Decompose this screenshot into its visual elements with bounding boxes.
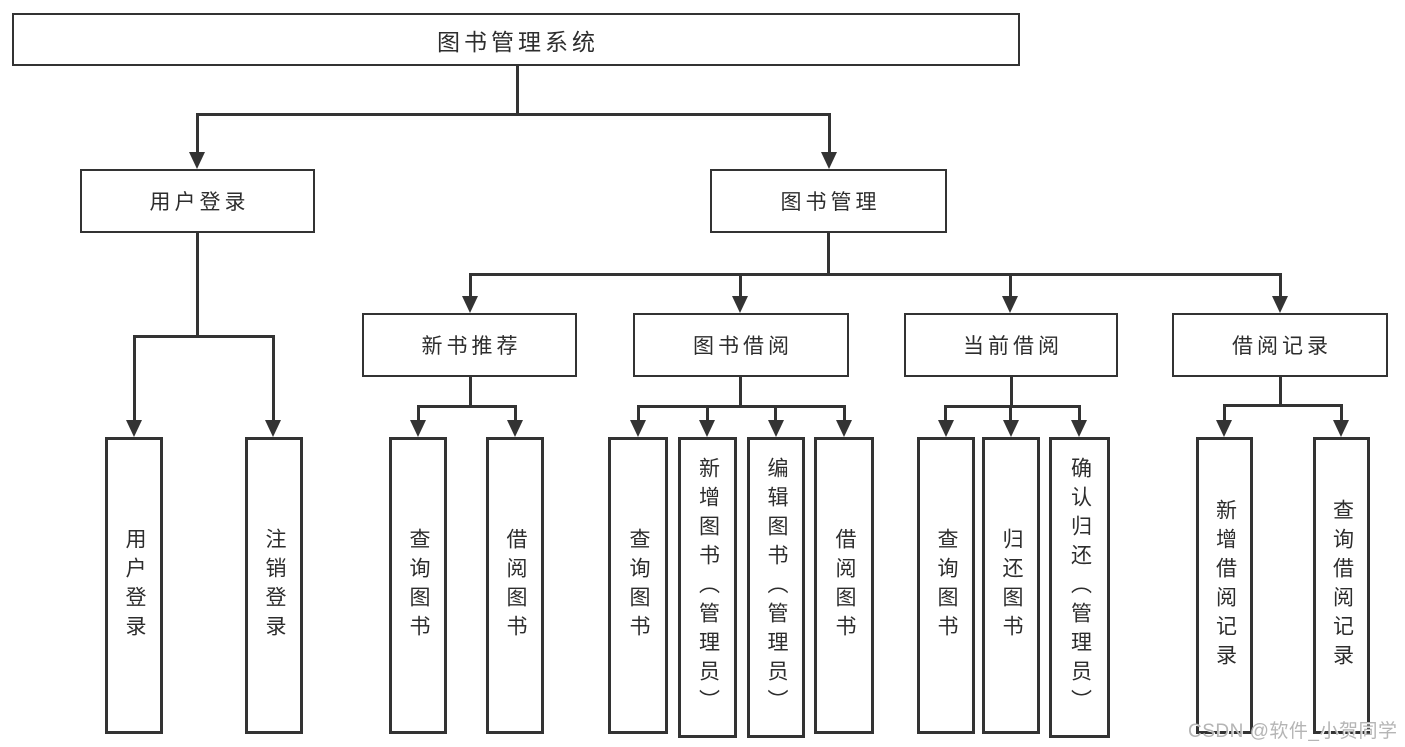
leaf-borrowing-query-book: 查询图书 <box>608 437 668 734</box>
connector-line <box>739 377 742 408</box>
leaf-logout: 注销登录 <box>245 437 303 734</box>
connector-line <box>196 233 199 338</box>
connector-line <box>706 405 709 425</box>
csdn-watermark: CSDN @软件_小贺同学 <box>1188 721 1398 742</box>
arrowhead-down-icon <box>938 420 954 437</box>
arrowhead-down-icon <box>732 296 748 313</box>
connector-line <box>272 335 275 424</box>
leaf-current-query-book: 查询图书 <box>917 437 975 734</box>
arrowhead-down-icon <box>1333 420 1349 437</box>
arrowhead-down-icon <box>462 296 478 313</box>
connector-line <box>516 66 519 115</box>
arrowhead-down-icon <box>126 420 142 437</box>
connector-line <box>196 113 830 116</box>
leaf-borrowing-add-book-admin: 新增图书（管理员） <box>678 437 737 738</box>
arrowhead-down-icon <box>1003 420 1019 437</box>
leaf-recommend-query-book: 查询图书 <box>389 437 447 734</box>
connector-line <box>1223 404 1343 407</box>
connector-line <box>1009 273 1012 300</box>
node-borrowing-records: 借阅记录 <box>1172 313 1388 377</box>
connector-line <box>637 405 640 425</box>
leaf-user-login: 用户登录 <box>105 437 163 734</box>
connector-line <box>417 405 420 425</box>
connector-line <box>944 405 947 425</box>
node-book-management: 图书管理 <box>710 169 947 233</box>
connector-line <box>1340 404 1343 425</box>
arrowhead-down-icon <box>768 420 784 437</box>
leaf-recommend-borrow-book: 借阅图书 <box>486 437 544 734</box>
connector-line <box>1279 273 1282 300</box>
leaf-records-query-borrow-record: 查询借阅记录 <box>1313 437 1370 734</box>
arrowhead-down-icon <box>1272 296 1288 313</box>
connector-line <box>1223 404 1226 425</box>
connector-line <box>133 335 275 338</box>
arrowhead-down-icon <box>699 420 715 437</box>
connector-line <box>774 405 777 425</box>
arrowhead-down-icon <box>821 152 837 169</box>
leaf-borrowing-edit-book-admin: 编辑图书（管理员） <box>747 437 805 738</box>
arrowhead-down-icon <box>1071 420 1087 437</box>
connector-line <box>469 273 472 300</box>
arrowhead-down-icon <box>507 420 523 437</box>
arrowhead-down-icon <box>630 420 646 437</box>
connector-line <box>1010 377 1013 408</box>
arrowhead-down-icon <box>410 420 426 437</box>
connector-line <box>417 405 517 408</box>
connector-line <box>1078 405 1081 425</box>
connector-line <box>843 405 846 425</box>
arrowhead-down-icon <box>1002 296 1018 313</box>
connector-line <box>739 273 742 300</box>
connector-line <box>469 377 472 408</box>
leaf-current-return-book: 归还图书 <box>982 437 1040 734</box>
node-library-management-system: 图书管理系统 <box>12 13 1020 66</box>
arrowhead-down-icon <box>836 420 852 437</box>
connector-line <box>469 273 1281 276</box>
connector-line <box>1009 405 1012 425</box>
node-book-borrowing: 图书借阅 <box>633 313 849 377</box>
connector-line <box>637 405 845 408</box>
node-current-borrowing: 当前借阅 <box>904 313 1118 377</box>
leaf-records-add-borrow-record: 新增借阅记录 <box>1196 437 1253 734</box>
connector-line <box>133 335 136 424</box>
connector-line <box>828 113 831 157</box>
arrowhead-down-icon <box>265 420 281 437</box>
connector-line <box>944 405 1080 408</box>
node-new-book-recommend: 新书推荐 <box>362 313 577 377</box>
leaf-current-confirm-return-admin: 确认归还（管理员） <box>1049 437 1110 738</box>
leaf-borrowing-borrow-book: 借阅图书 <box>814 437 874 734</box>
connector-line <box>1279 377 1282 407</box>
connector-line <box>196 113 199 157</box>
connector-line <box>827 233 830 276</box>
node-user-login: 用户登录 <box>80 169 315 233</box>
arrowhead-down-icon <box>189 152 205 169</box>
connector-line <box>514 405 517 425</box>
arrowhead-down-icon <box>1216 420 1232 437</box>
